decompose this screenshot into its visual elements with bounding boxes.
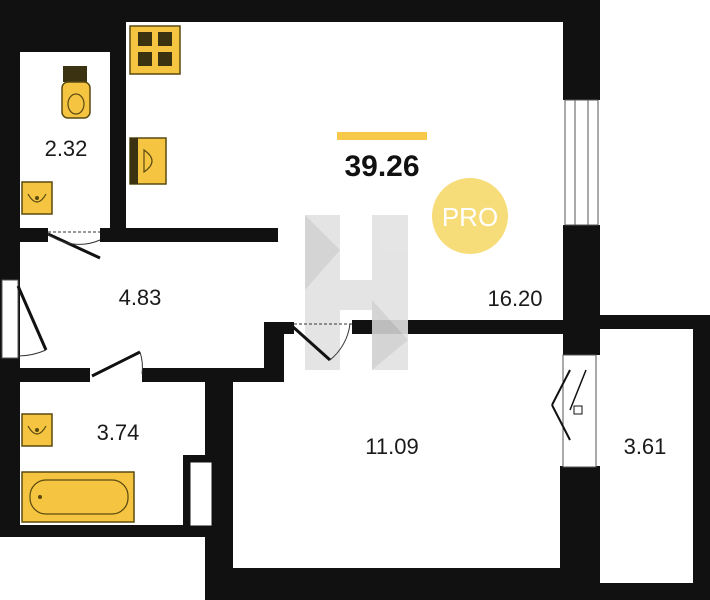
stove-icon — [129, 25, 181, 75]
window-hallway — [1, 279, 19, 359]
room-area-hallway: 4.83 — [119, 285, 162, 310]
room-area-kitchen-living: 16.20 — [487, 286, 542, 311]
pro-badge — [432, 178, 508, 254]
room-area-bedroom: 11.09 — [365, 434, 418, 459]
accent-bar — [337, 132, 427, 140]
shaft — [189, 461, 213, 527]
room-area-balcony: 3.61 — [624, 434, 667, 459]
bathtub-icon — [21, 471, 135, 523]
room-area-bathroom: 3.74 — [97, 420, 140, 445]
watermark-logo — [305, 215, 408, 370]
total-area: 39.26 — [344, 150, 419, 183]
toilet-icon — [61, 66, 91, 119]
windows — [1, 99, 599, 468]
doors — [16, 231, 587, 441]
pro-badge-label: PRO — [442, 202, 498, 232]
sink-icon — [21, 413, 53, 447]
sink-icon — [21, 181, 53, 215]
sink-icon — [129, 137, 167, 185]
room-area-wc: 2.32 — [45, 136, 88, 161]
